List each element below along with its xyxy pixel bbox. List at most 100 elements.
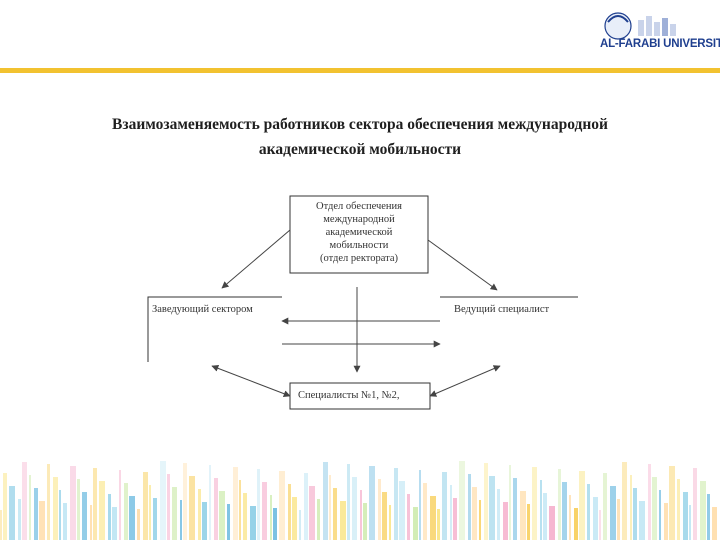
stripe [549,506,555,540]
stripe [399,481,405,540]
stripe [700,481,706,540]
stripe [360,490,362,540]
stripe [579,471,585,540]
stripe [712,507,717,540]
stripe [143,472,148,540]
stripe [558,469,561,540]
stripe [603,473,607,540]
stripe [209,465,211,540]
arrow-top-to-right [428,240,497,290]
arrow-left-bottom [212,366,290,396]
stripe [99,481,105,540]
stripe [3,473,7,540]
stripe [509,465,511,540]
top-node-line-2: международной [292,213,426,226]
stripe [419,470,421,540]
stripe [479,500,481,540]
stripe [659,490,661,540]
stripe [630,475,632,540]
stripe [243,493,247,540]
arrow-top-to-left [222,230,290,288]
stripe [18,499,21,540]
stripe [669,466,675,540]
stripe [124,483,128,540]
stripe [543,493,547,540]
stripe [59,490,61,540]
stripe [77,479,80,540]
stripe [683,492,688,540]
stripe [689,505,691,540]
stripe [520,491,526,540]
stripe [34,488,38,540]
stripe [333,488,337,540]
stripe [664,503,668,540]
stripe [198,489,201,540]
stripe [450,485,452,540]
stripe [214,478,218,540]
stripe [389,505,391,540]
stripe [453,498,457,540]
stripe [119,470,121,540]
stripe [149,485,151,540]
stripe [317,499,320,540]
stripe [340,501,346,540]
stripe [587,484,590,540]
stripe [129,496,135,540]
stripe [63,503,67,540]
stripe [0,510,2,540]
stripe [9,486,15,540]
stripe [137,509,140,540]
stripe [257,469,260,540]
stripe [707,494,710,540]
stripe [189,476,195,540]
stripe [569,495,571,540]
stripe [352,477,357,540]
top-node-line-4: мобильности [292,239,426,252]
stripe [262,482,267,540]
stripe [527,504,530,540]
stripe [513,478,517,540]
top-node-line-5: (отдел ректората) [292,252,426,265]
bottom-node-label: Специалисты №1, №2, [298,389,399,402]
top-node-label: Отдел обеспечения международной академич… [292,200,426,265]
stripe [304,473,308,540]
stripe [90,505,92,540]
stripe [382,492,387,540]
stripe [47,464,50,540]
stripe [233,467,238,540]
stripe [648,464,651,540]
stripe [593,497,598,540]
stripe [652,477,657,540]
left-node-label: Заведующий сектором [152,303,253,316]
stripe [180,500,182,540]
stripe [70,466,76,540]
stripe [279,471,285,540]
right-node-label: Ведущий специалист [454,303,549,316]
stripe [250,506,256,540]
top-node-line-1: Отдел обеспечения [292,200,426,213]
stripe [468,474,471,540]
stripe [472,487,477,540]
stripe [219,491,225,540]
stripe [413,507,418,540]
stripe [153,498,157,540]
stripe [484,463,488,540]
stripe [639,501,645,540]
stripe [378,479,381,540]
top-node-line-3: академической [292,226,426,239]
stripe [633,488,637,540]
stripe [677,479,680,540]
stripe [53,477,58,540]
stripe [29,475,31,540]
stripe [239,480,241,540]
stripe [622,462,627,540]
stripe [430,496,436,540]
stripe [309,486,315,540]
stripe [329,475,331,540]
stripe [323,462,328,540]
stripe [442,472,447,540]
stripe [273,508,277,540]
stripe [227,504,230,540]
stripe [497,489,500,540]
